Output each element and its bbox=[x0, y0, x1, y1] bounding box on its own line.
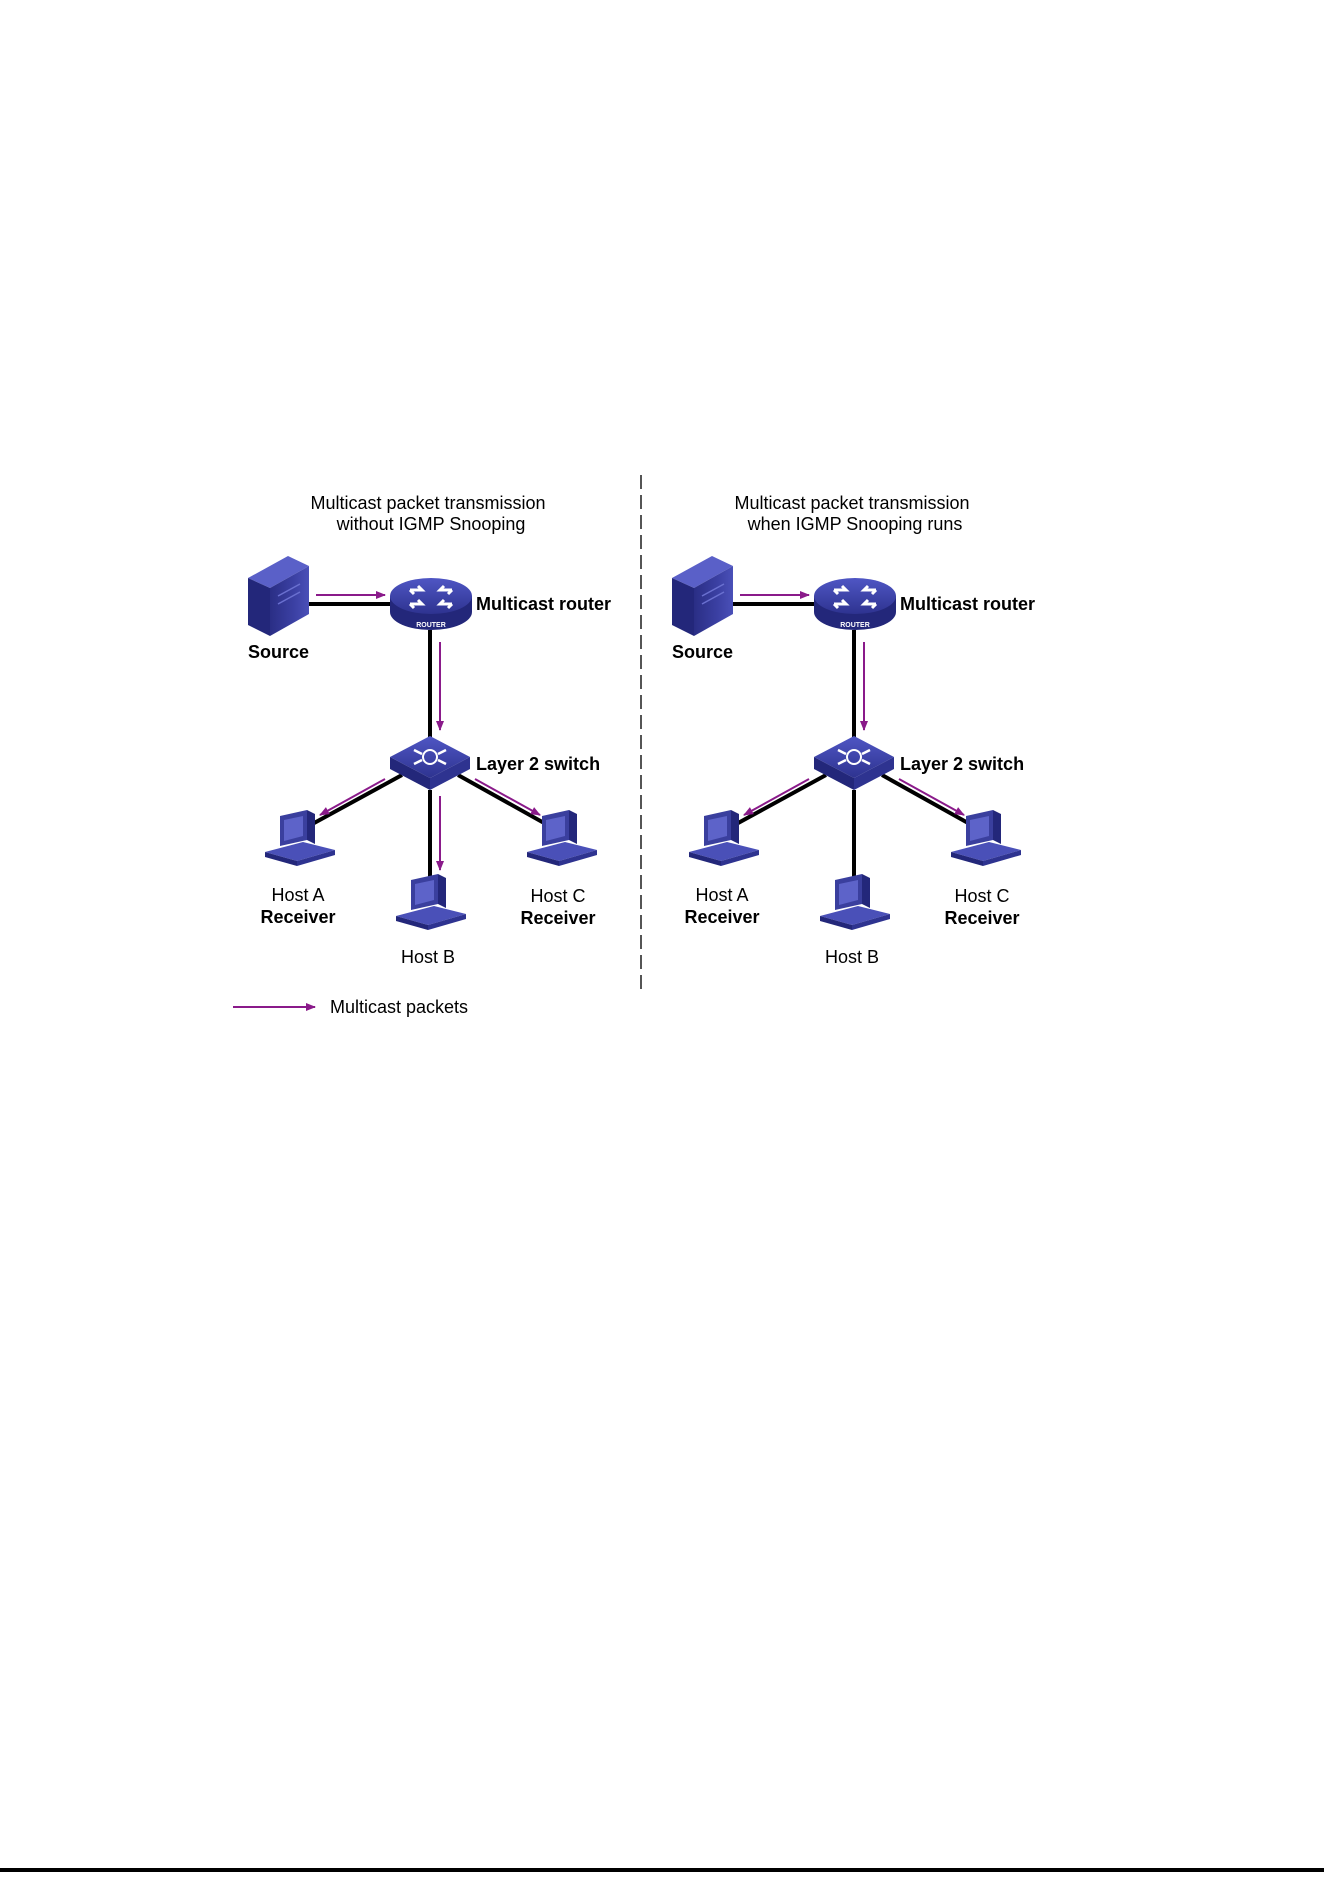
source-label: Source bbox=[672, 642, 733, 662]
host-a-label: Host A bbox=[271, 885, 324, 905]
host-a-label: Host A bbox=[695, 885, 748, 905]
computer-icon-host-b bbox=[820, 874, 890, 930]
link-switch-host-c bbox=[458, 775, 553, 828]
link-switch-host-c bbox=[882, 775, 977, 828]
router-icon: ROUTER bbox=[814, 578, 896, 630]
switch-label: Layer 2 switch bbox=[900, 754, 1024, 774]
server-icon bbox=[248, 556, 309, 636]
link-switch-host-a bbox=[729, 775, 826, 828]
switch-icon bbox=[390, 736, 470, 790]
legend: Multicast packets bbox=[233, 997, 468, 1017]
packet-arrow-to-host-a bbox=[744, 779, 809, 815]
panel-with-snooping: Multicast packet transmission when IGMP … bbox=[672, 493, 1035, 967]
host-a-role: Receiver bbox=[684, 907, 759, 927]
host-b-label: Host B bbox=[401, 947, 455, 967]
router-icon: ROUTER bbox=[390, 578, 472, 630]
packet-arrow-to-host-a bbox=[320, 779, 385, 815]
host-c-label: Host C bbox=[530, 886, 585, 906]
server-icon bbox=[672, 556, 733, 636]
panel-title-line2: when IGMP Snooping runs bbox=[747, 514, 963, 534]
router-badge: ROUTER bbox=[840, 622, 870, 629]
host-c-role: Receiver bbox=[520, 908, 595, 928]
panel-title-line2: without IGMP Snooping bbox=[336, 514, 526, 534]
panel-without-snooping: Multicast packet transmission without IG… bbox=[248, 493, 611, 967]
host-c-label: Host C bbox=[954, 886, 1009, 906]
router-label: Multicast router bbox=[900, 594, 1035, 614]
packet-arrow-to-host-c bbox=[475, 779, 540, 815]
page-bottom-rule bbox=[0, 1868, 1324, 1872]
panel-title-line1: Multicast packet transmission bbox=[734, 493, 969, 513]
router-badge: ROUTER bbox=[416, 622, 446, 629]
legend-label: Multicast packets bbox=[330, 997, 468, 1017]
computer-icon-host-b bbox=[396, 874, 466, 930]
host-a-role: Receiver bbox=[260, 907, 335, 927]
panel-title-line1: Multicast packet transmission bbox=[310, 493, 545, 513]
switch-icon bbox=[814, 736, 894, 790]
host-b-label: Host B bbox=[825, 947, 879, 967]
router-label: Multicast router bbox=[476, 594, 611, 614]
link-switch-host-a bbox=[305, 775, 402, 828]
source-label: Source bbox=[248, 642, 309, 662]
switch-label: Layer 2 switch bbox=[476, 754, 600, 774]
host-c-role: Receiver bbox=[944, 908, 1019, 928]
packet-arrow-to-host-c bbox=[899, 779, 964, 815]
